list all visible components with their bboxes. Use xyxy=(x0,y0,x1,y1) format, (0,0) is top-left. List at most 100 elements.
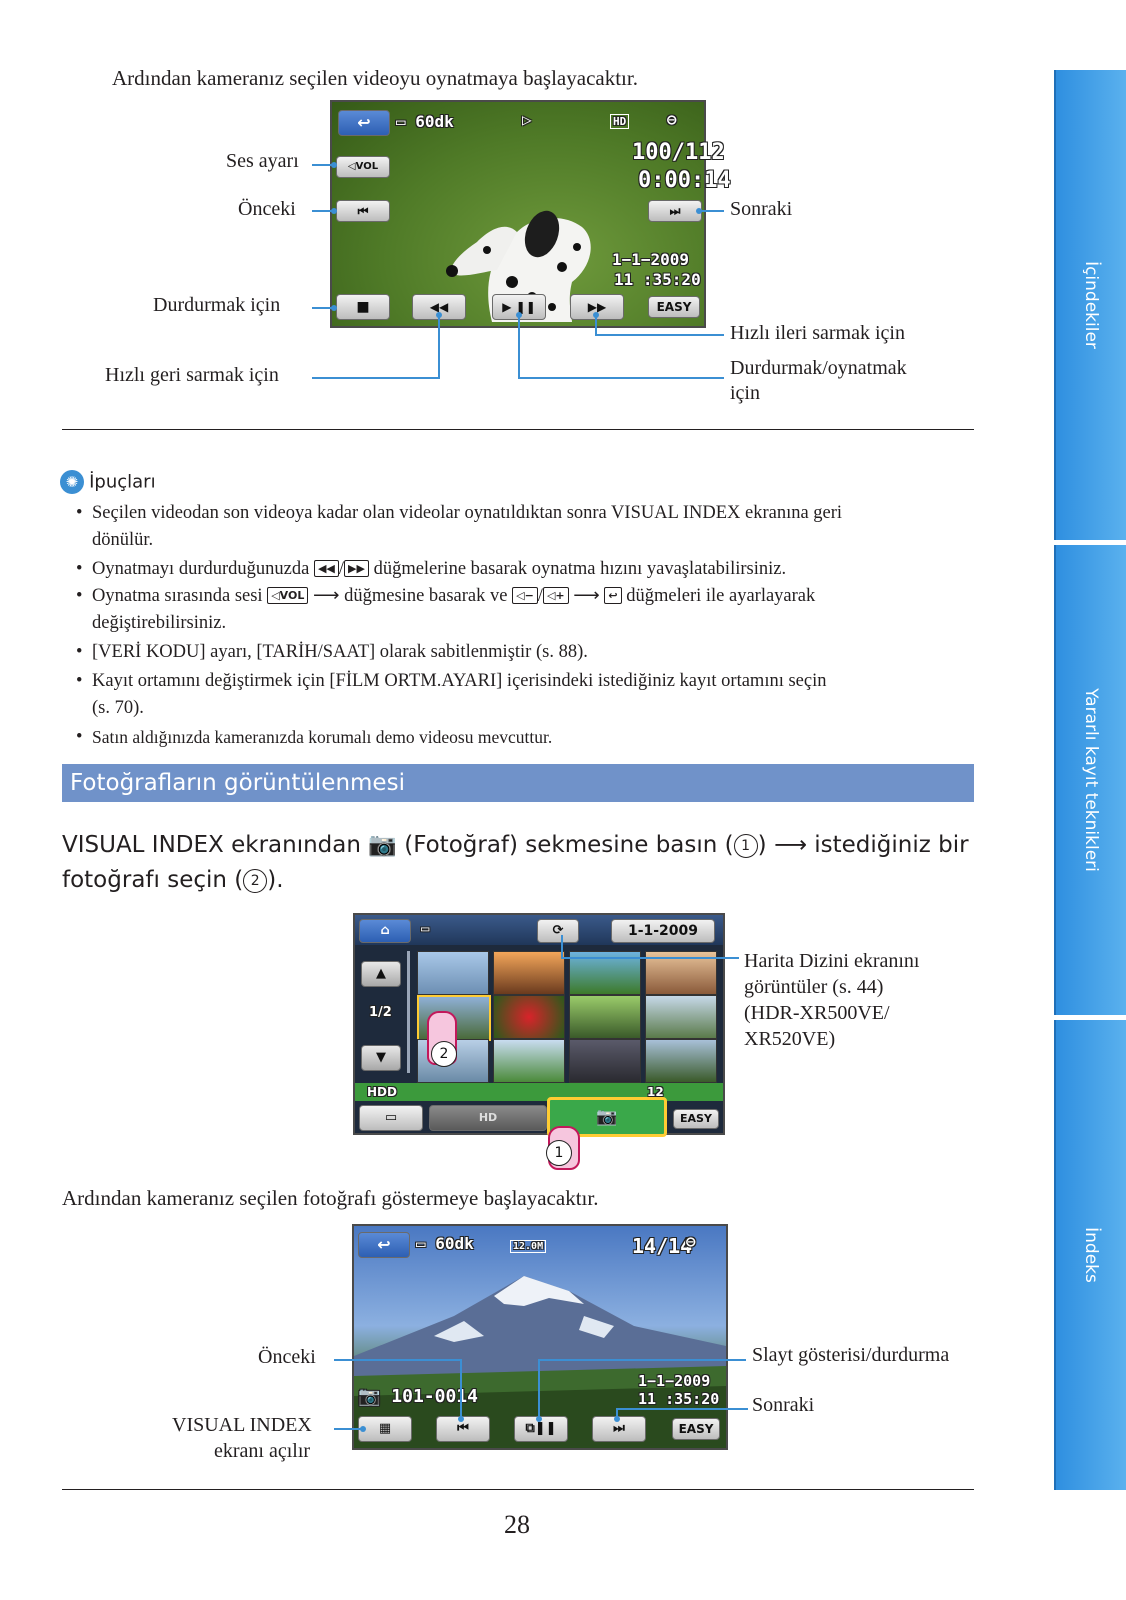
intro-photo-text: Ardından kameranız seçilen fotoğrafı gös… xyxy=(62,1186,599,1210)
label-slayt: Slayt gösterisi/durdurma xyxy=(752,1344,950,1366)
hd-indicator: HD xyxy=(610,114,630,129)
volume-icon: ◁VOL xyxy=(267,587,309,604)
leader-line xyxy=(595,316,597,336)
thumbnail[interactable] xyxy=(569,995,641,1039)
leader-line xyxy=(538,1359,540,1419)
label-visual-index-2: ekranı açılır xyxy=(214,1440,311,1462)
leader-line xyxy=(561,935,563,959)
callout-line: (HDR-XR500VE/ xyxy=(744,1002,890,1024)
photo-count: 12 xyxy=(647,1085,664,1099)
bullet: • xyxy=(76,642,83,662)
tip-text: düğmeleri ile ayarlayarak xyxy=(621,586,816,606)
photo-clock: 11 :35:20 xyxy=(638,1390,720,1408)
tab-yararli-kayit[interactable]: Yararlı kayıt teknikleri xyxy=(1054,545,1126,1015)
intro-video-text: Ardından kameranız seçilen videoyu oynat… xyxy=(112,66,638,90)
tip-item: • [VERİ KODU] ayarı, [TARİH/SAAT] olarak… xyxy=(62,639,942,666)
camera-icon: 📷 xyxy=(358,1386,381,1407)
bullet: • xyxy=(76,586,83,606)
map-index-callout: Harita Dizini ekranını görüntüler (s. 44… xyxy=(744,948,920,1052)
return-button[interactable]: ↩ xyxy=(358,1232,410,1258)
map-index-button[interactable]: ⟳ xyxy=(537,919,579,943)
hdd-label: HDD xyxy=(367,1085,397,1099)
thumbnail[interactable] xyxy=(493,951,565,995)
instruction-part: fotoğrafı seçin ( xyxy=(62,867,244,893)
hd-tab[interactable]: HD xyxy=(429,1105,547,1131)
play-pause-button[interactable]: ▶ ❚❚ xyxy=(492,294,546,320)
step-2-circle: 2 xyxy=(243,869,268,893)
callout-line: görüntüler (s. 44) xyxy=(744,976,884,998)
thumbnail[interactable] xyxy=(493,995,565,1039)
thumbnail[interactable] xyxy=(417,951,489,995)
movie-tab[interactable]: ▭ xyxy=(359,1105,423,1131)
page-number: 28 xyxy=(504,1510,530,1539)
tip-text: dönülür. xyxy=(92,530,154,550)
page-indicator: 1/2 xyxy=(369,1005,392,1020)
tips-title: İpuçları xyxy=(89,471,156,493)
slow-rewind-icon: ◀◀ xyxy=(313,560,339,577)
slideshow-button[interactable]: ⧉❚❚ xyxy=(514,1416,568,1442)
label-ses-ayari: Ses ayarı xyxy=(226,150,299,172)
thumbnail[interactable] xyxy=(569,1039,641,1083)
thumbnail[interactable] xyxy=(645,1039,717,1083)
leader-dot xyxy=(696,208,702,214)
leader-dot xyxy=(593,312,599,318)
divider xyxy=(62,1489,974,1490)
leader-line xyxy=(595,334,724,336)
leader-dot xyxy=(436,312,442,318)
tip-item: • Oynatmayı durdurduğunuzda ◀◀/▶▶ düğmel… xyxy=(62,556,942,583)
visual-index-button[interactable]: ▦ xyxy=(358,1416,412,1442)
leader-dot xyxy=(331,208,337,214)
tip-text: düğmelerine basarak oynatma hızını yavaş… xyxy=(368,559,787,579)
return-button[interactable]: ↩ xyxy=(338,110,390,136)
leader-line xyxy=(518,316,520,379)
leader-line xyxy=(312,164,336,166)
leader-line xyxy=(438,316,440,379)
battery-indicator: ▭ 60dk xyxy=(416,1234,474,1253)
label-durdurmak: Durdurmak için xyxy=(153,294,281,316)
leader-line xyxy=(312,307,336,309)
scroll-up-button[interactable]: ▲ xyxy=(361,961,401,987)
media-bar xyxy=(355,1083,723,1101)
instruction-part: istediğiniz bir xyxy=(806,832,969,858)
leader-line xyxy=(616,1408,618,1420)
tab-icindekiler[interactable]: İçindekiler xyxy=(1054,70,1126,540)
previous-button[interactable]: ⏮ xyxy=(336,200,390,222)
tip-item: • Satın aldığınızda kameranızda korumalı… xyxy=(62,724,942,751)
play-status-icon: ▷ xyxy=(522,110,532,129)
tip-text: [VERİ KODU] ayarı, [TARİH/SAAT] olarak s… xyxy=(92,642,588,662)
scroll-down-button[interactable]: ▼ xyxy=(361,1045,401,1071)
volume-button[interactable]: ◁VOL xyxy=(336,156,390,178)
elapsed-time: 0:00:14 xyxy=(638,168,731,193)
section-title-bar: Fotoğrafların görüntülenmesi xyxy=(62,764,974,802)
tip-text: (s. 70). xyxy=(92,698,144,718)
arrow-right-icon: ⟶ xyxy=(573,586,600,606)
tip-item: • Seçilen videodan son videoya kadar ola… xyxy=(62,500,942,554)
tab-yararli-kayit-label: Yararlı kayıt teknikleri xyxy=(1081,688,1101,872)
callout-line: Harita Dizini ekranını xyxy=(744,950,920,972)
index-date-button[interactable]: 1-1-2009 xyxy=(611,919,715,943)
easy-button[interactable]: EASY xyxy=(648,296,700,318)
thumbnail[interactable] xyxy=(645,995,717,1039)
next-button[interactable]: ⏭ xyxy=(648,200,702,222)
home-button[interactable]: ⌂ xyxy=(359,919,411,943)
tab-indeks[interactable]: İndeks xyxy=(1054,1020,1126,1490)
leader-dot xyxy=(458,1416,464,1422)
scroll-track[interactable] xyxy=(407,951,410,1073)
divider xyxy=(62,429,974,430)
slow-forward-icon: ▶▶ xyxy=(344,560,369,577)
step-1-circle: 1 xyxy=(733,834,758,858)
leader-dot xyxy=(360,1426,366,1432)
easy-button[interactable]: EASY xyxy=(672,1418,720,1440)
tip-text: Kayıt ortamını değiştirmek için [FİLM OR… xyxy=(92,671,827,691)
media-icon: ⊖ xyxy=(667,110,677,129)
label-hizli-geri: Hızlı geri sarmak için xyxy=(105,364,279,386)
tip-text: değiştirebilirsiniz. xyxy=(92,613,227,633)
fast-forward-button[interactable]: ▶▶ xyxy=(570,294,624,320)
arrow-right-icon: ⟶ xyxy=(312,586,340,606)
stop-button[interactable]: ■ xyxy=(336,294,390,320)
easy-button[interactable]: EASY xyxy=(673,1109,719,1129)
bullet: • xyxy=(76,559,83,579)
callout-line: XR520VE) xyxy=(744,1028,836,1050)
leader-dot xyxy=(614,1416,620,1422)
thumbnail[interactable] xyxy=(493,1039,565,1083)
